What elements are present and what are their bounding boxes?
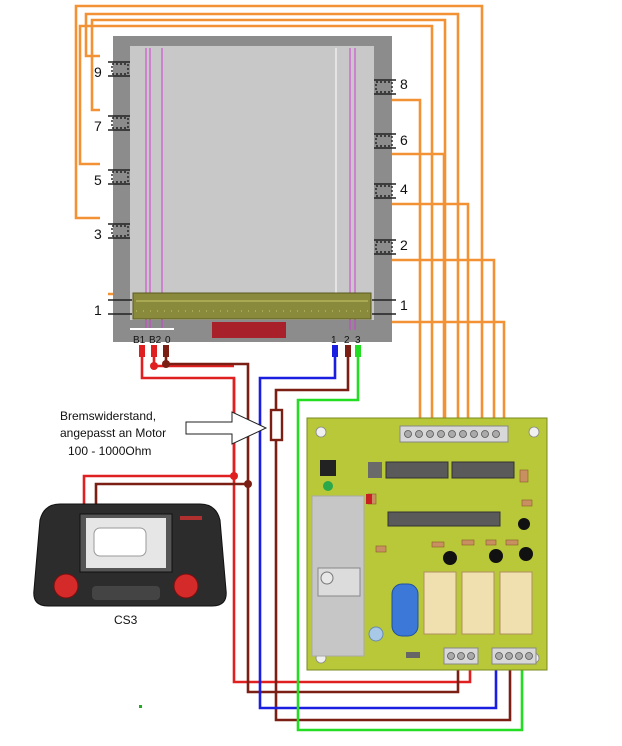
- track-stub-8: [374, 79, 396, 95]
- track-label-4: 4: [400, 181, 408, 197]
- turntable-plugs: [139, 345, 361, 357]
- track-stub-5: [108, 169, 130, 185]
- blue-wire: [258, 357, 498, 710]
- board-ic-2: [451, 461, 515, 479]
- track-stub-6: [374, 133, 396, 149]
- track-label-7: 7: [94, 118, 102, 134]
- board-relay-3: [499, 571, 533, 635]
- terminal-label-b1: B1: [133, 335, 146, 346]
- bridge-house: [212, 322, 286, 338]
- terminal-label-3: 3: [355, 335, 361, 346]
- green-wire: [296, 357, 524, 732]
- resistor-arrow: [185, 411, 268, 445]
- track-stub-7: [108, 115, 130, 131]
- turntable-bridge: [132, 292, 372, 320]
- cs3-label: CS3: [114, 613, 138, 627]
- track-stub-1r: [372, 299, 396, 315]
- board-reset-button: [320, 460, 336, 476]
- board-capacitor: [391, 583, 419, 637]
- brake-resistor: [269, 408, 284, 442]
- track-label-3: 3: [94, 226, 102, 242]
- orange-track-wires: [74, 4, 506, 428]
- terminal-label-2: 2: [344, 335, 350, 346]
- terminal-label-1: 1: [331, 335, 337, 346]
- board-relay-1: [423, 571, 457, 635]
- board-ic-1: [385, 461, 449, 479]
- terminal-label-b2: B2: [149, 335, 162, 346]
- resistor-note-line1: Bremswiderstand,: [60, 409, 156, 423]
- track-label-5: 5: [94, 172, 102, 188]
- cs3-right-knob: [173, 573, 199, 599]
- track-label-8: 8: [400, 76, 408, 92]
- board-regulator: [368, 462, 382, 478]
- wire-junctions: [150, 360, 252, 488]
- turntable: [113, 36, 392, 342]
- board-relay-2: [461, 571, 495, 635]
- track-label-9: 9: [94, 64, 102, 80]
- cs3-left-knob: [53, 573, 79, 599]
- board-led: [323, 481, 333, 491]
- track-label-2: 2: [400, 237, 408, 253]
- board-bottom-terminals-right: [491, 647, 537, 665]
- track-label-1-right: 1: [400, 297, 408, 313]
- left-track-stubs: [108, 61, 132, 315]
- board-ic-3: [387, 511, 501, 527]
- track-stub-2: [374, 239, 396, 255]
- cs3-controller: [33, 503, 227, 607]
- pit-rails: [145, 48, 356, 330]
- resistor-note-line3: 100 - 1000Ohm: [68, 444, 151, 458]
- resistor-note-line2: angepasst an Motor: [60, 426, 166, 440]
- track-stub-9: [108, 61, 130, 77]
- track-label-1-left: 1: [94, 302, 102, 318]
- control-board: [306, 417, 548, 671]
- track-label-6: 6: [400, 132, 408, 148]
- track-stub-1l: [108, 299, 132, 315]
- track-stub-3: [108, 223, 130, 239]
- terminal-label-0: 0: [165, 335, 171, 346]
- right-track-stubs: [372, 79, 396, 315]
- track-stub-4: [374, 183, 396, 199]
- turntable-pit: [130, 46, 374, 320]
